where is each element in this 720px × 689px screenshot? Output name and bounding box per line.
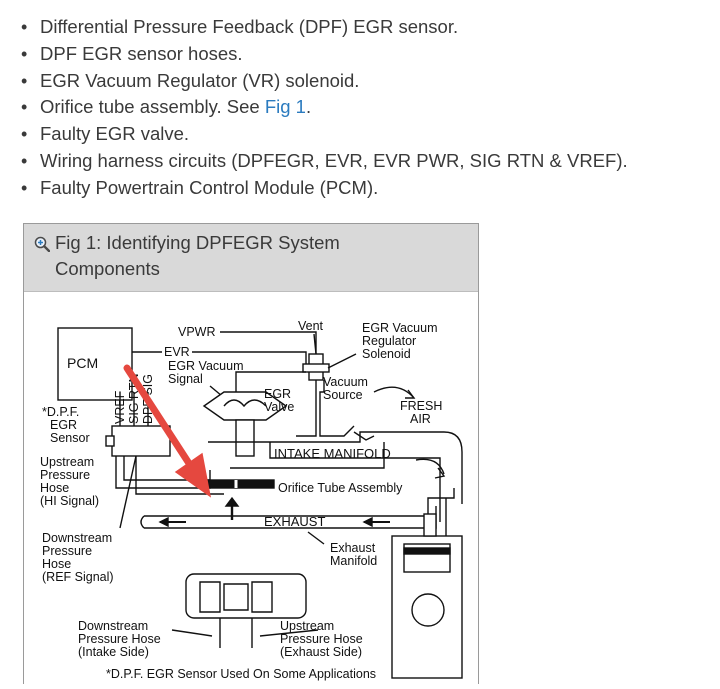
egr-vr-label-3: Solenoid: [362, 347, 411, 361]
diagram-svg: PCM EVR VPWR Vent EGR Vacuum Regulator S…: [40, 319, 463, 681]
dpf-sensor-shape: [111, 425, 171, 457]
cause-list: • Differential Pressure Feedback (DPF) EG…: [18, 14, 628, 202]
bullet-icon: •: [21, 177, 28, 198]
egr-valve-shape: [202, 391, 288, 421]
exhaust-label: EXHAUST: [264, 514, 325, 529]
dpf-label-2: EGR: [50, 418, 77, 432]
upstream-exhaust-label-2: Pressure Hose: [280, 632, 363, 646]
upstream-hose-label-1: Upstream: [40, 455, 94, 469]
fresh-air-label-1: FRESH: [400, 399, 442, 413]
downstream-intake-label-1: Downstream: [78, 619, 148, 633]
vpwr-label: VPWR: [178, 325, 216, 339]
exhaust-manifold-label-2: Manifold: [330, 554, 377, 568]
vacuum-source-label-1: Vacuum: [323, 375, 368, 389]
list-item-text: EGR Vacuum Regulator (VR) solenoid.: [40, 69, 360, 91]
egr-valve-label-1: EGR: [264, 387, 291, 401]
bullet-icon: •: [21, 43, 28, 64]
list-item-text: Faulty Powertrain Control Module (PCM).: [40, 176, 379, 198]
list-item-text: Wiring harness circuits (DPFEGR, EVR, EV…: [40, 149, 628, 171]
list-item-punctuation: .: [305, 96, 312, 118]
fig-1-link[interactable]: Fig 1: [264, 96, 306, 118]
sensor-closeup-shape: [185, 573, 307, 619]
red-arrow-head: [174, 452, 212, 498]
list-item: • DPF EGR sensor hoses.: [18, 41, 628, 68]
dpf-label-3: Sensor: [50, 431, 90, 445]
upstream-exhaust-label-3: (Exhaust Side): [280, 645, 362, 659]
footnote-label: *D.P.F. EGR Sensor Used On Some Applicat…: [106, 667, 376, 681]
downstream-intake-label-3: (Intake Side): [78, 645, 149, 659]
evr-label: EVR: [164, 345, 190, 359]
list-item: • Wiring harness circuits (DPFEGR, EVR, E…: [18, 148, 628, 175]
list-item: • Faulty Powertrain Control Module (PCM).: [18, 175, 628, 202]
list-item-text: DPF EGR sensor hoses.: [40, 42, 243, 64]
list-item-text: Differential Pressure Feedback (DPF) EGR…: [40, 16, 459, 37]
vacuum-source-label-2: Source: [323, 388, 363, 402]
bullet-icon: •: [21, 124, 28, 145]
figure-title: Fig 1: Identifying DPFEGR System Compone…: [55, 232, 340, 279]
zoom-in-icon[interactable]: [34, 236, 50, 252]
list-item-text: Faulty EGR valve.: [40, 123, 190, 145]
pcm-box: [57, 327, 133, 401]
downstream-hose-label-3: Hose: [42, 557, 71, 571]
upstream-hose-label-4: (HI Signal): [40, 494, 99, 508]
red-arrow-shaft: [123, 364, 196, 472]
bullet-icon: •: [21, 70, 28, 91]
bullet-icon: •: [21, 97, 28, 118]
list-item: • EGR Vacuum Regulator (VR) solenoid.: [18, 68, 628, 95]
egr-vr-label-1: EGR Vacuum: [362, 321, 438, 335]
figure-header: Fig 1: Identifying DPFEGR System Compone…: [24, 224, 478, 292]
figure-panel: Fig 1: Identifying DPFEGR System Compone…: [23, 223, 479, 684]
egr-vacuum-signal-label-2: Signal: [168, 372, 203, 386]
orifice-tube-label: Orifice Tube Assembly: [278, 481, 403, 495]
fresh-air-label-2: AIR: [410, 412, 431, 426]
upstream-hose-label-2: Pressure: [40, 468, 90, 482]
list-item-text: Orifice tube assembly. See: [40, 96, 265, 118]
list-item: • Orifice tube assembly. See Fig 1.: [18, 94, 628, 121]
list-item: • Differential Pressure Feedback (DPF) EG…: [18, 14, 628, 41]
pcm-label: PCM: [67, 355, 98, 371]
list-item: • Faulty EGR valve.: [18, 121, 628, 148]
egr-vacuum-signal-label-1: EGR Vacuum: [168, 359, 244, 373]
bullet-icon: •: [21, 150, 28, 171]
orifice-tube-shape: [207, 479, 275, 489]
bullet-icon: •: [21, 17, 28, 37]
downstream-intake-label-2: Pressure Hose: [78, 632, 161, 646]
egr-vr-label-2: Regulator: [362, 334, 416, 348]
upstream-exhaust-label-1: Upstream: [280, 619, 334, 633]
upstream-hose-label-3: Hose: [40, 481, 69, 495]
exhaust-manifold-label-1: Exhaust: [330, 541, 376, 555]
egr-valve-label-2: Valve: [264, 400, 294, 414]
vent-label: Vent: [298, 319, 324, 333]
downstream-hose-label-4: (REF Signal): [42, 570, 114, 584]
downstream-hose-label-2: Pressure: [42, 544, 92, 558]
egr-system-diagram: PCM EVR VPWR Vent EGR Vacuum Regulator S…: [24, 292, 478, 684]
intake-manifold-label: INTAKE MANIFOLD: [274, 446, 391, 461]
dpf-label-1: *D.P.F.: [42, 405, 79, 419]
downstream-hose-label-1: Downstream: [42, 531, 112, 545]
